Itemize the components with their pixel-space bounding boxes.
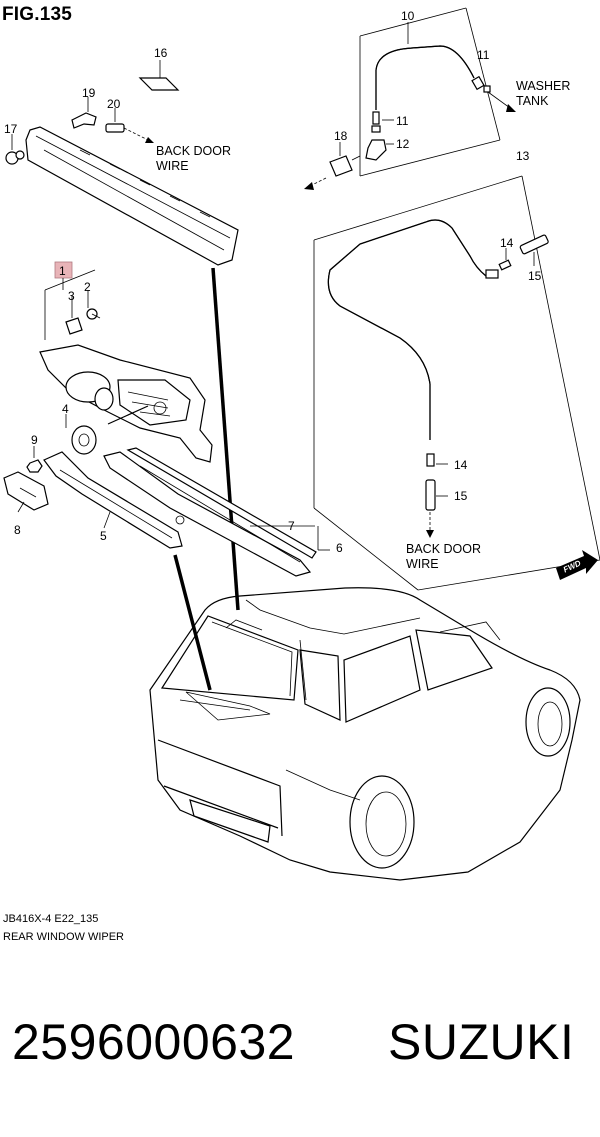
callout-6: 6 [336,541,343,555]
washer-hose-main [313,175,600,591]
part-2-bolt [86,308,101,320]
callout-7: 7 [288,519,295,533]
washer-hose-top [359,7,516,177]
diagram-code: JB416X-4 E22_135 [3,913,99,925]
part-3-grommet [65,317,83,335]
fwd-arrow-icon [556,550,598,580]
note-line: BACK DOOR [156,144,232,158]
part-19-elbow [71,97,97,129]
part-4-cap [65,414,97,455]
part-9-nut [26,446,43,473]
callout-14-top: 14 [500,236,514,250]
callout-3: 3 [68,289,75,303]
note-line: WASHER [516,79,571,93]
callout-11-top: 11 [477,48,490,62]
part-17-clip [5,134,25,165]
diagram-description: REAR WINDOW WIPER [3,931,124,943]
note-line: BACK DOOR [406,542,482,556]
part-16-sticker [138,77,180,91]
callout-5: 5 [100,529,107,543]
callout-1: 1 [59,264,66,278]
callout-8: 8 [14,523,21,537]
callout-16: 16 [154,46,168,60]
brand-name: SUZUKI [388,1014,575,1070]
note-line: WIRE [406,557,439,571]
callout-13: 13 [516,149,530,163]
note-back-door-wire-bottom: BACK DOOR WIRE [406,542,481,572]
callout-1-highlight [54,261,73,279]
lamp-housing [25,126,239,266]
callout-15-top: 15 [528,269,542,283]
part-number: 2596000632 [12,1014,296,1070]
part-20-nozzle [105,108,154,143]
callout-15-bottom: 15 [454,489,468,503]
note-back-door-wire-top: BACK DOOR WIRE [156,144,231,174]
callout-20: 20 [107,97,121,111]
callout-10: 10 [401,9,415,23]
part-18-grommet [304,142,361,190]
callout-11-mid: 11 [396,114,409,128]
vehicle-outline [149,587,581,881]
note-line: WIRE [156,159,189,173]
callout-9: 9 [31,433,38,447]
callout-19: 19 [82,86,96,100]
figure-title: FIG.135 [2,4,73,25]
part-1-bracket [44,269,96,340]
part-5-wiper-arm [43,451,183,549]
part-6-wiper-blade [103,447,330,577]
wiper-motor-assembly [39,344,213,463]
callout-4: 4 [62,402,69,416]
part-8-cover [3,471,49,513]
note-line: TANK [516,94,549,108]
callout-12: 12 [396,137,410,151]
callout-18: 18 [334,129,348,143]
callout-2: 2 [84,280,91,294]
callout-14-bottom: 14 [454,458,468,472]
note-washer-tank: WASHER TANK [516,79,570,109]
callout-17: 17 [4,122,18,136]
